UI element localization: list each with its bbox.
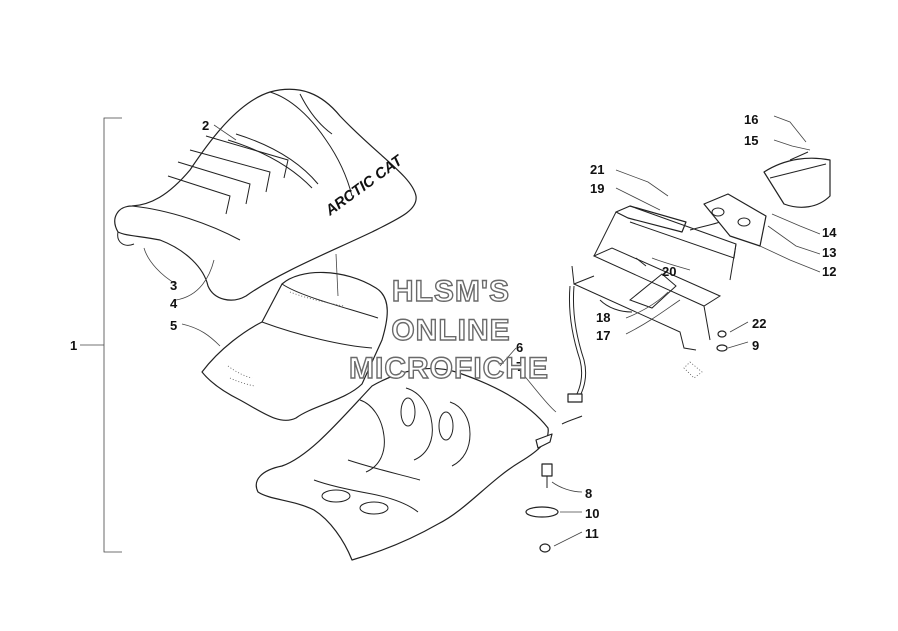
watermark-line-3: MICROFICHE <box>349 352 549 385</box>
callout-12: 12 <box>822 264 836 279</box>
callout-6: 6 <box>516 340 523 355</box>
callout-17: 17 <box>596 328 610 343</box>
assembly-bracket <box>80 117 122 553</box>
watermark: HLSM'S ONLINE MICROFICHE <box>348 274 549 385</box>
seat-base-pan <box>255 367 549 561</box>
callout-4: 4 <box>170 296 178 311</box>
callout-14: 14 <box>822 225 837 240</box>
watermark-line-1: HLSM'S <box>392 275 510 308</box>
callout-3: 3 <box>170 278 177 293</box>
callout-8: 8 <box>585 486 592 501</box>
callout-5: 5 <box>170 318 177 333</box>
taillight <box>703 151 831 247</box>
seat-latch <box>535 415 583 449</box>
callout-21: 21 <box>590 162 604 177</box>
rack-washer <box>683 330 728 379</box>
callout-11: 11 <box>585 526 599 541</box>
callout-16: 16 <box>744 112 758 127</box>
rear-rack <box>571 205 737 351</box>
callout-18: 18 <box>596 310 610 325</box>
callout-19: 19 <box>590 181 604 196</box>
callout-2: 2 <box>202 118 209 133</box>
callout-7: 7 <box>516 359 523 374</box>
wire-harness <box>567 219 727 403</box>
callout-15: 15 <box>744 133 758 148</box>
callout-1: 1 <box>70 338 77 353</box>
callout-22: 22 <box>752 316 766 331</box>
callout-10: 10 <box>585 506 599 521</box>
watermark-line-2: ONLINE <box>391 314 510 347</box>
callout-labels: 1 2 3 4 5 6 7 8 9 10 11 12 13 14 15 16 1… <box>70 112 837 541</box>
seat-foam <box>201 271 388 421</box>
callout-20: 20 <box>662 264 676 279</box>
callout-9: 9 <box>752 338 759 353</box>
leader-lines <box>143 115 821 547</box>
grommet-hardware <box>525 463 559 553</box>
callout-13: 13 <box>822 245 836 260</box>
seat-cover: ARCTIC CAT <box>114 88 417 301</box>
